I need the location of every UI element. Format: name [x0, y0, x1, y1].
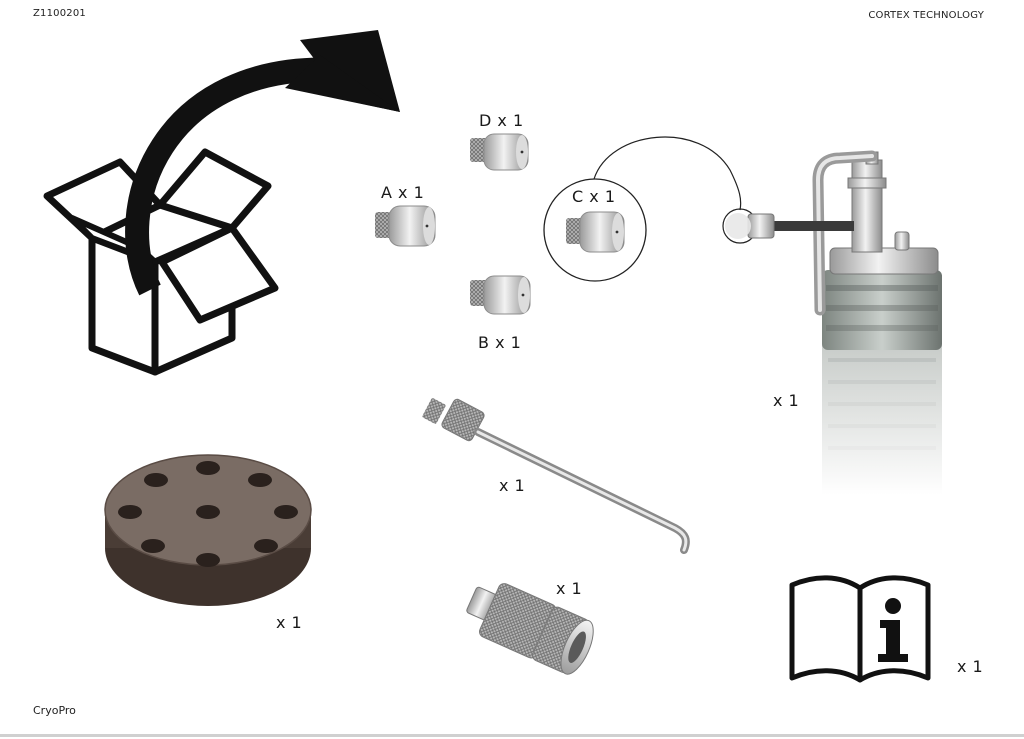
manual-info-icon: [789, 575, 931, 683]
nozzle-c-label: C x 1: [572, 187, 616, 206]
nozzle-d: [470, 133, 529, 171]
brand-name: CORTEX TECHNOLOGY: [868, 10, 984, 21]
holder-plate-quantity: x 1: [276, 613, 303, 632]
document-id: Z1100201: [33, 8, 86, 19]
adapter-quantity: x 1: [556, 579, 583, 598]
page-bottom-edge: [0, 734, 1024, 737]
manual-quantity: x 1: [957, 657, 984, 676]
open-box-arrow-icon: [43, 30, 400, 376]
nozzle-b: [470, 275, 531, 315]
sprayer-quantity: x 1: [773, 391, 800, 410]
nozzle-a-label: A x 1: [381, 183, 425, 202]
probe-quantity: x 1: [499, 476, 526, 495]
cryo-sprayer: [725, 150, 942, 495]
nozzle-b-label: B x 1: [478, 333, 522, 352]
nozzle-c-callout: [543, 136, 758, 282]
probe-needle: [422, 398, 690, 554]
nozzle-a: [375, 205, 436, 247]
product-name: CryoPro: [33, 704, 76, 717]
nozzle-d-label: D x 1: [479, 111, 524, 130]
holder-plate: [104, 454, 312, 606]
knurled-adapter: [466, 583, 594, 675]
